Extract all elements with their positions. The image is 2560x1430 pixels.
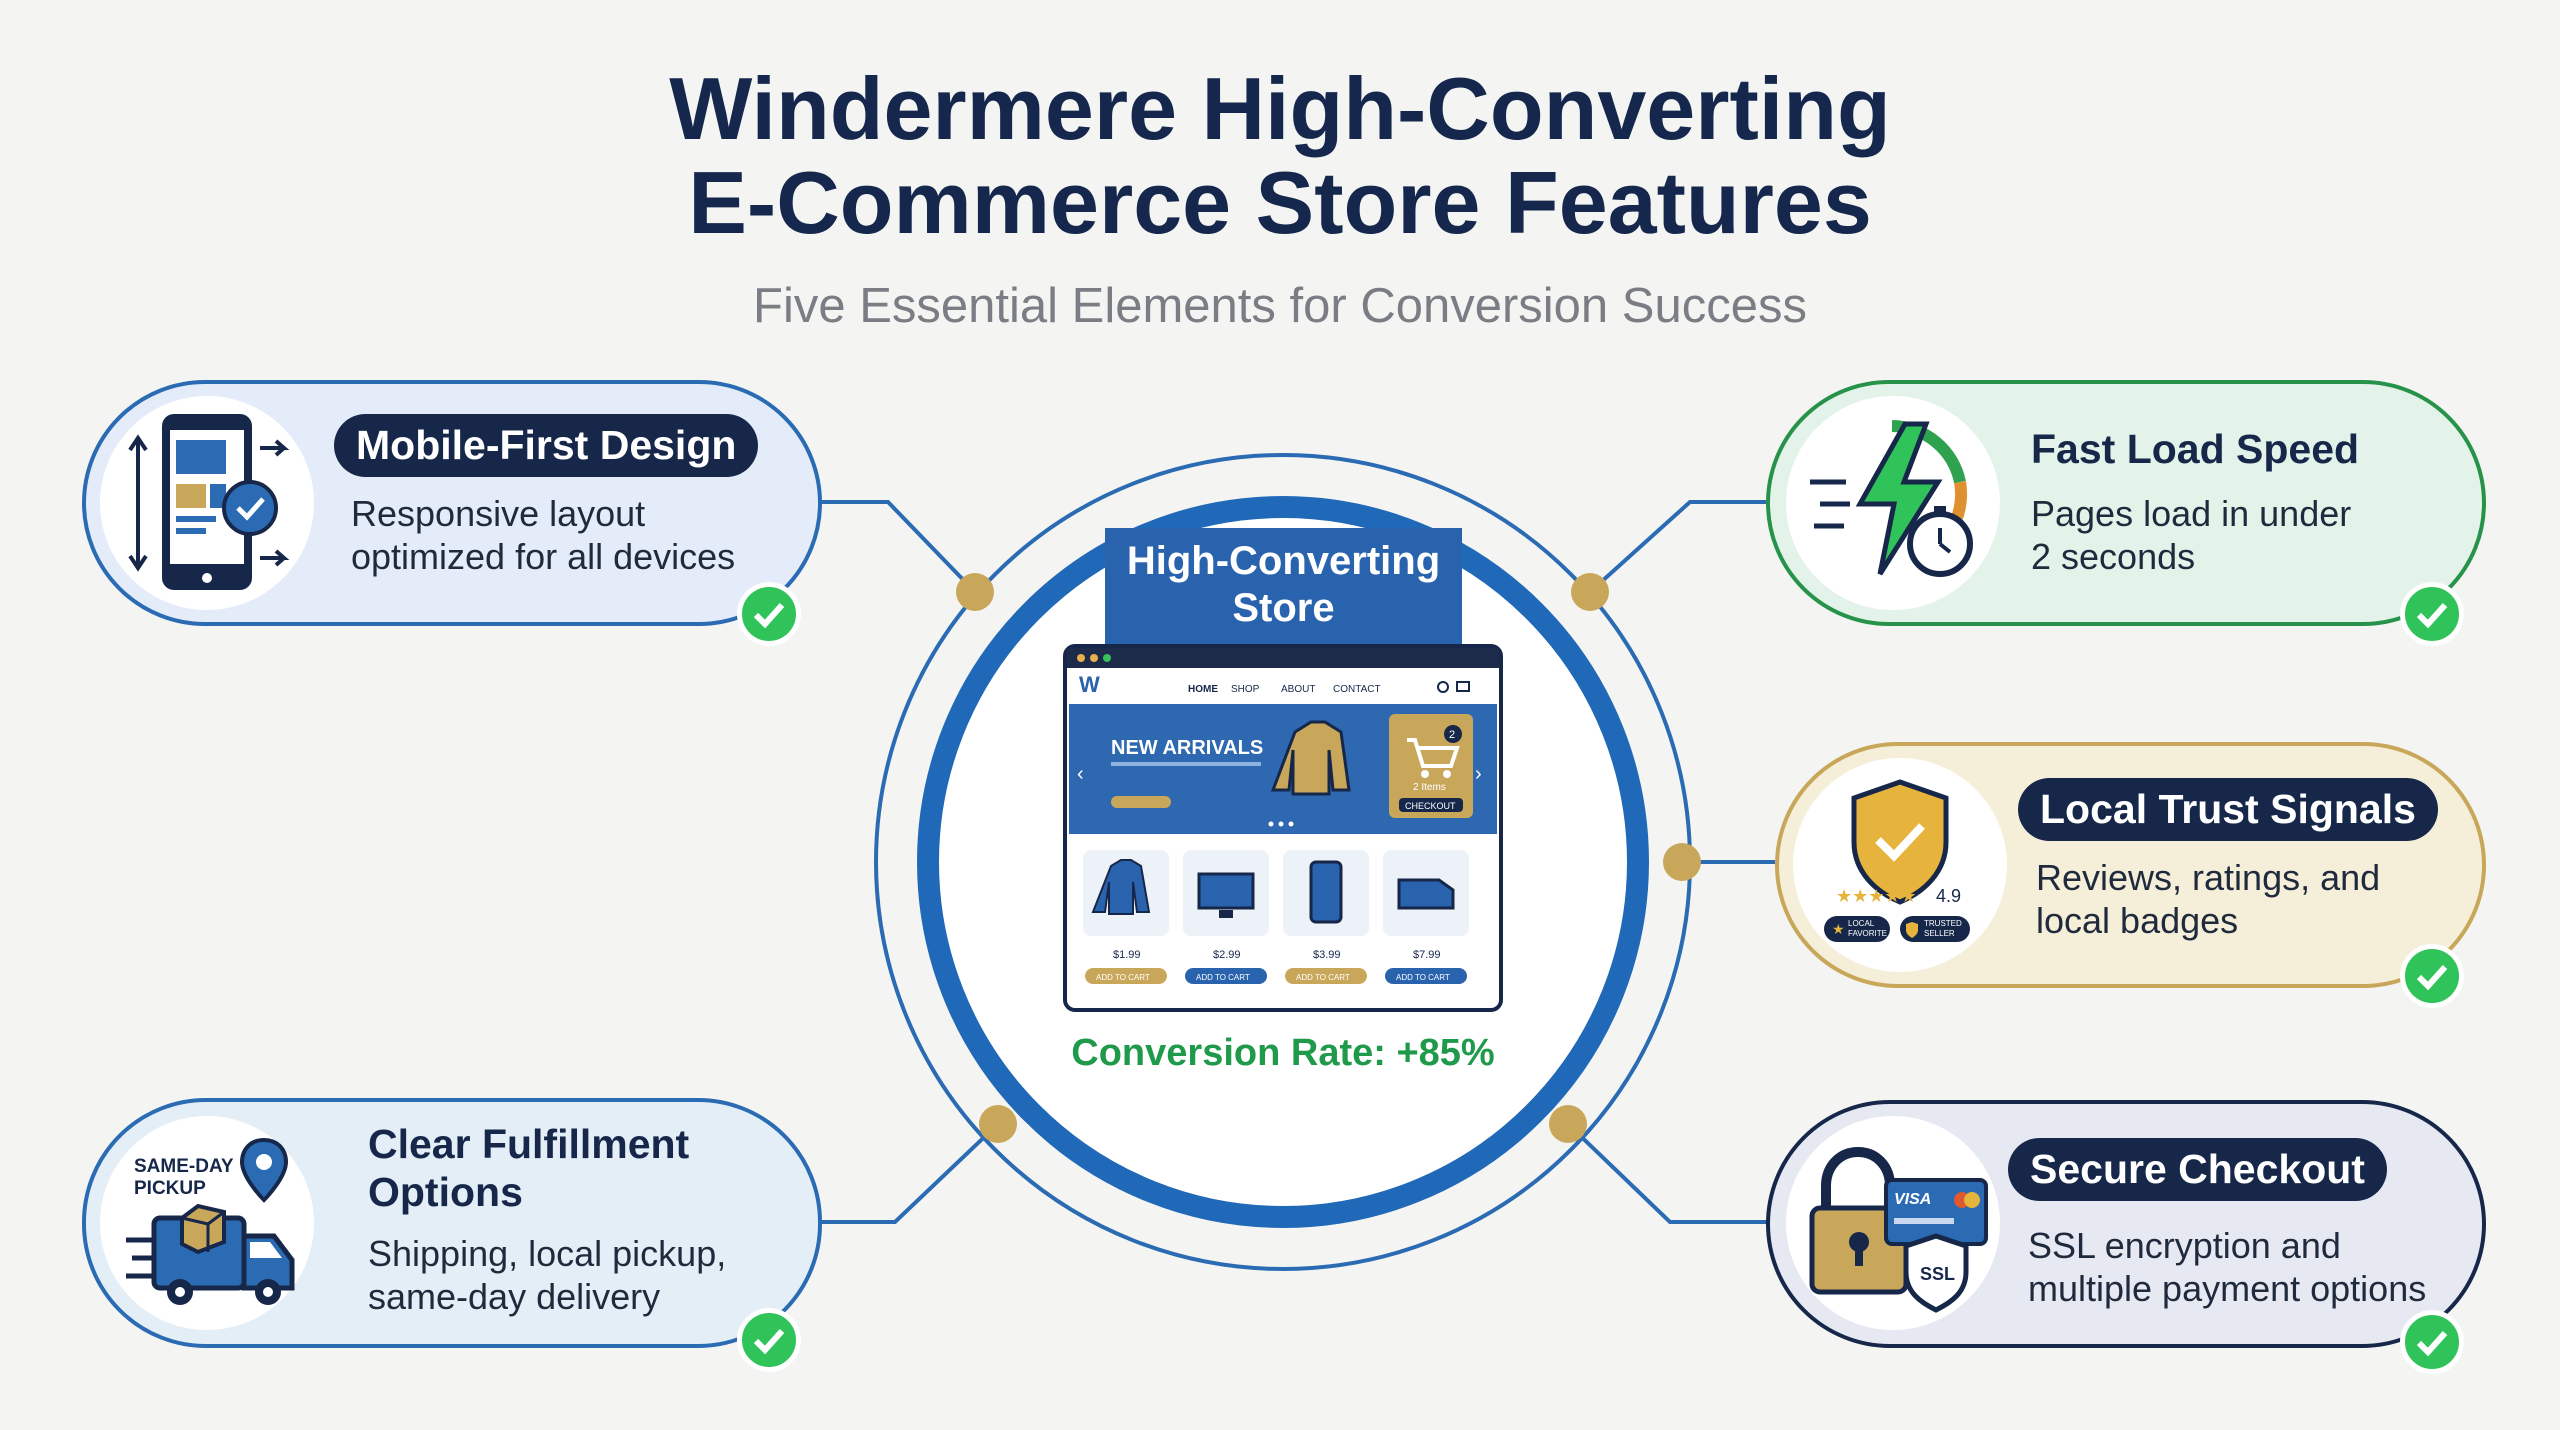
product-button-4: ADD TO CART <box>1396 973 1450 982</box>
shield-icon: ★★★★★ 4.9 ★ LOCAL FAVORITE TRUSTED SELLE… <box>1824 779 1970 942</box>
trust-rating: 4.9 <box>1936 886 1961 906</box>
node-checkout <box>1549 1105 1587 1143</box>
feature-fulfillment-line-2: same-day delivery <box>368 1276 661 1317</box>
feature-fulfillment-title-line-1: Clear Fulfillment <box>368 1121 690 1167</box>
feature-trust-title: Local Trust Signals <box>2018 778 2438 841</box>
title-line-2: E-Commerce Store Features <box>688 153 1872 252</box>
feature-checkout-line-1: SSL encryption and <box>2028 1225 2341 1266</box>
store-cart-icon <box>1456 681 1470 692</box>
feature-speed-line-1: Pages load in under <box>2031 493 2352 534</box>
padlock-icon: VISA SSL <box>1809 1146 1988 1313</box>
feature-fulfillment-title: Clear Fulfillment Options <box>368 1120 689 1216</box>
mobile-phone-icon <box>128 414 290 590</box>
check-icon <box>2400 582 2464 646</box>
conversion-rate: Conversion Rate: +85% <box>1071 1032 1495 1074</box>
banner-line-2: Store <box>1232 586 1335 630</box>
product-button-3: ADD TO CART <box>1296 973 1350 982</box>
feature-mobile-desc: Responsive layout optimized for all devi… <box>351 492 735 578</box>
feature-mobile-line-2: optimized for all devices <box>351 536 736 577</box>
page-title: Windermere High-Converting E-Commerce St… <box>0 62 2560 250</box>
nav-shop: SHOP <box>1231 684 1260 695</box>
hero-text: NEW ARRIVALS <box>1111 737 1263 759</box>
cart-items: 2 Items <box>1413 782 1446 793</box>
badge-trusted-line1: TRUSTED <box>1924 919 1962 928</box>
window-dot-yellow <box>1090 654 1098 662</box>
center-banner: High-Converting Store <box>1105 528 1462 648</box>
product-price-3: $3.99 <box>1313 949 1341 961</box>
badge-local-line2: FAVORITE <box>1848 929 1887 938</box>
feature-speed-title: Fast Load Speed <box>2031 426 2360 472</box>
hero-prev: ‹ <box>1077 763 1084 785</box>
product-price-1: $1.99 <box>1113 949 1141 961</box>
feature-mobile-title: Mobile-First Design <box>334 414 759 477</box>
node-trust <box>1663 843 1701 881</box>
pickup-line-2: PICKUP <box>134 1178 206 1199</box>
title-line-1: Windermere High-Converting <box>669 59 1891 158</box>
feature-checkout-title: Secure Checkout <box>2008 1138 2387 1201</box>
node-speed <box>1571 573 1609 611</box>
feature-checkout-line-2: multiple payment options <box>2028 1268 2427 1309</box>
feature-trust-line-2: local badges <box>2036 900 2239 941</box>
connector-checkout <box>1566 1122 1768 1224</box>
check-icon <box>2400 944 2464 1008</box>
delivery-truck-icon: SAME-DAY PICKUP <box>126 1137 295 1305</box>
check-icon <box>2400 1310 2464 1374</box>
cart-count: 2 <box>1449 729 1455 741</box>
product-price-4: $7.99 <box>1413 949 1441 961</box>
cart-checkout: CHECKOUT <box>1405 801 1456 811</box>
lightning-stopwatch-icon <box>1810 420 1973 577</box>
feature-fulfillment-line-1: Shipping, local pickup, <box>368 1233 727 1274</box>
connector-fulfillment <box>820 1122 1000 1224</box>
feature-speed-line-2: 2 seconds <box>2031 536 2196 577</box>
badge-local-line1: LOCAL <box>1848 919 1875 928</box>
product-shoe-icon <box>1397 878 1455 910</box>
hero-cart-icon <box>1407 738 1460 768</box>
feature-trust-line-1: Reviews, ratings, and <box>2036 857 2381 898</box>
nav-about: ABOUT <box>1281 684 1315 695</box>
feature-trust-desc: Reviews, ratings, and local badges <box>2036 856 2380 942</box>
connector-speed <box>1588 500 1768 594</box>
check-icon <box>737 582 801 646</box>
feature-mobile-line-1: Responsive layout <box>351 493 646 534</box>
hero-button <box>1111 796 1171 808</box>
pickup-line-1: SAME-DAY <box>134 1156 234 1177</box>
product-price-2: $2.99 <box>1213 949 1241 961</box>
feature-fulfillment-title-line-2: Options <box>368 1169 523 1215</box>
store-logo: W <box>1079 672 1100 697</box>
product-button-2: ADD TO CART <box>1196 973 1250 982</box>
feature-speed-desc: Pages load in under 2 seconds <box>2031 492 2351 578</box>
product-button-1: ADD TO CART <box>1096 973 1150 982</box>
product-monitor-icon <box>1197 872 1255 910</box>
check-icon <box>737 1308 801 1372</box>
svg-text:★: ★ <box>1832 921 1845 937</box>
window-dot-green <box>1103 654 1111 662</box>
node-mobile <box>956 573 994 611</box>
product-jacket-icon <box>1091 859 1151 915</box>
store-mockup: W HOME SHOP ABOUT CONTACT ‹ › NEW ARRIVA… <box>1063 644 1503 1012</box>
window-dot-red <box>1077 654 1085 662</box>
rating-stars: ★★★★★ <box>1836 886 1917 906</box>
ssl-label: SSL <box>1920 1264 1955 1284</box>
feature-checkout-desc: SSL encryption and multiple payment opti… <box>2028 1224 2426 1310</box>
feature-fulfillment-desc: Shipping, local pickup, same-day deliver… <box>368 1232 726 1318</box>
store-search-icon <box>1437 681 1449 693</box>
nav-home: HOME <box>1188 684 1218 695</box>
badge-trusted-line2: SELLER <box>1924 929 1955 938</box>
connector-mobile <box>820 500 977 594</box>
page-subtitle: Five Essential Elements for Conversion S… <box>753 279 1807 333</box>
banner-line-1: High-Converting <box>1126 539 1441 583</box>
card-brand: VISA <box>1894 1191 1931 1208</box>
hero-jacket-icon <box>1270 720 1351 796</box>
node-fulfillment <box>979 1105 1017 1143</box>
hero-next: › <box>1475 763 1482 785</box>
nav-contact: CONTACT <box>1333 684 1381 695</box>
product-phone-icon <box>1309 860 1343 924</box>
